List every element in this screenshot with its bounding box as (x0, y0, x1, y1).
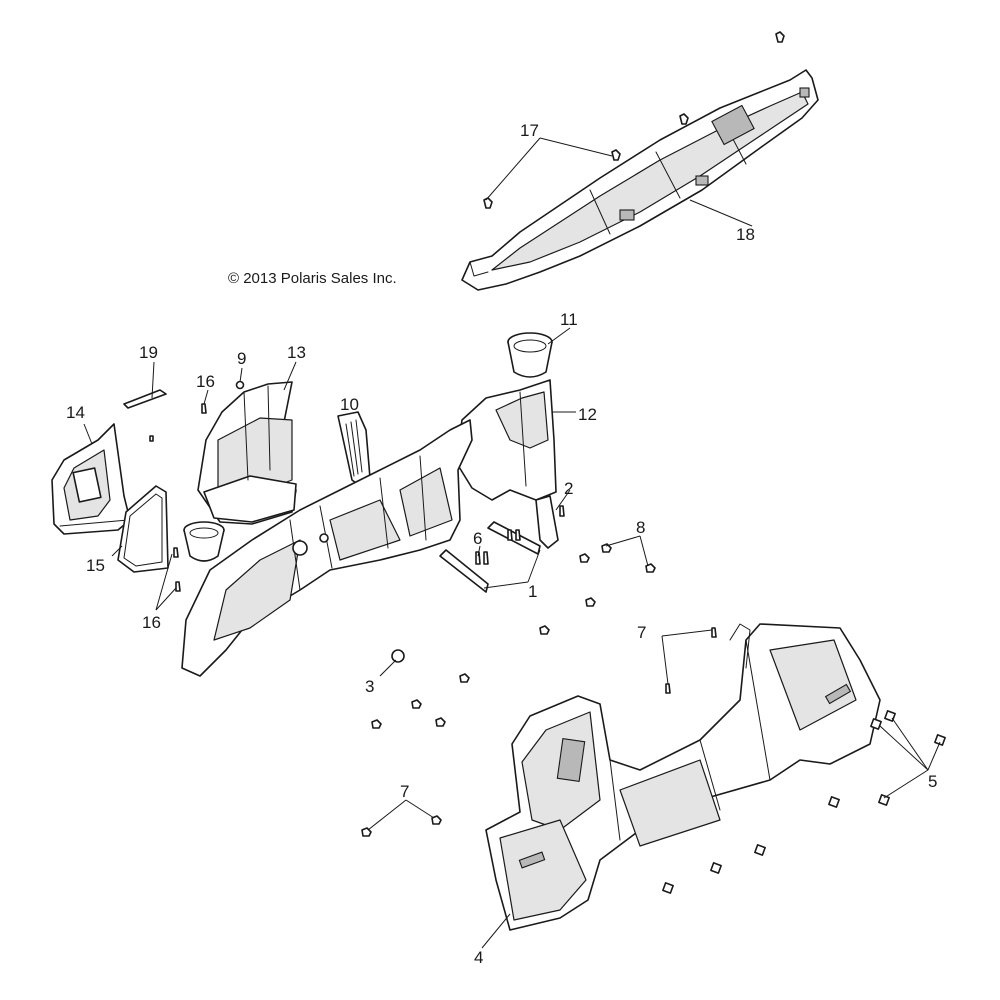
copyright-text: © 2013 Polaris Sales Inc. (228, 270, 397, 287)
callout-16-upper: 16 (196, 372, 215, 391)
callout-14: 14 (66, 403, 85, 422)
callout-2: 2 (564, 479, 573, 498)
callout-7-lower: 7 (400, 782, 409, 801)
part-nuts-5 (662, 710, 946, 894)
callout-4: 4 (474, 948, 483, 967)
callout-9: 9 (237, 349, 246, 368)
callout-7-upper: 7 (637, 623, 646, 642)
part-trim-strip (123, 389, 167, 409)
callout-19: 19 (139, 343, 158, 362)
part-center-stack (455, 379, 557, 501)
part-vent (337, 411, 371, 487)
callout-12: 12 (578, 405, 597, 424)
callout-18: 18 (736, 225, 755, 244)
part-upper-dash-panel (461, 69, 819, 291)
callout-11: 11 (560, 310, 578, 329)
callout-1: 1 (528, 582, 537, 601)
callout-8: 8 (636, 518, 645, 537)
callout-labels: 17 18 19 14 9 16 13 10 11 12 2 8 6 1 15 … (66, 121, 937, 967)
callout-3: 3 (365, 677, 374, 696)
callout-16-lower: 16 (142, 613, 161, 632)
part-cup-holder-right (507, 332, 553, 378)
part-screw-9 (235, 380, 245, 390)
part-lower-dash-frame (485, 623, 881, 931)
callout-17: 17 (520, 121, 539, 140)
part-glove-box-seal (117, 485, 169, 573)
callout-6: 6 (473, 529, 482, 548)
part-cup-holder-left (183, 521, 225, 562)
part-fasteners-17 (483, 31, 785, 209)
callout-15: 15 (86, 556, 105, 575)
leader-lines (83, 137, 941, 949)
callout-13: 13 (287, 343, 306, 362)
part-main-dash (181, 419, 473, 677)
part-small-fasteners (361, 543, 717, 837)
callout-5: 5 (928, 772, 937, 791)
part-glove-box-door (51, 423, 131, 535)
callout-10: 10 (340, 395, 359, 414)
part-brackets (439, 495, 565, 593)
part-storage-bin (197, 381, 297, 525)
